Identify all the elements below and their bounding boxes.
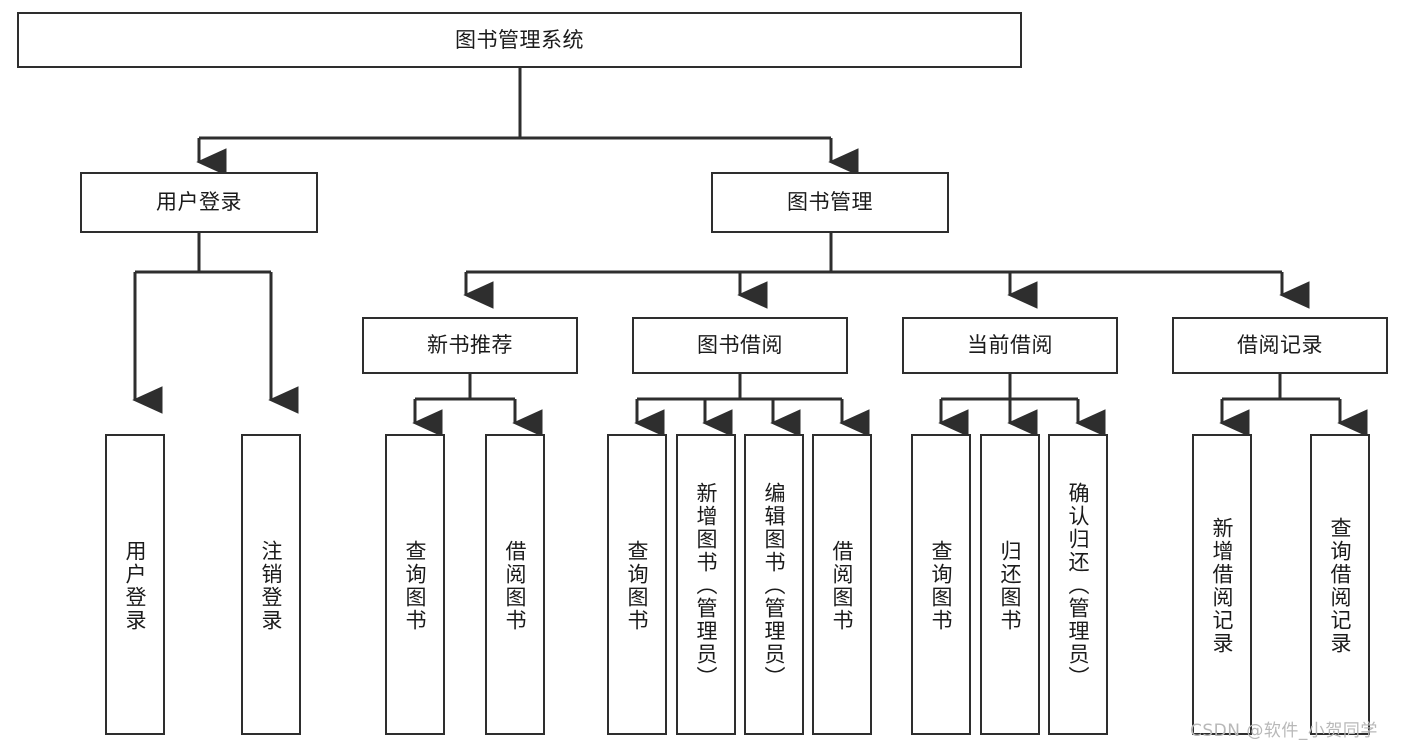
node-new-book-recommend[interactable]: 新书推荐: [362, 317, 578, 374]
node-label: 借阅记录: [1237, 333, 1323, 358]
leaf-current-borrow-confirm-return[interactable]: 确认归还（管理员）: [1048, 434, 1108, 735]
node-borrow-record[interactable]: 借阅记录: [1172, 317, 1388, 374]
leaf-current-borrow-query-book[interactable]: 查询图书: [911, 434, 971, 735]
node-label: 注销登录: [259, 539, 284, 632]
node-book-borrow[interactable]: 图书借阅: [632, 317, 848, 374]
node-label: 借阅图书: [830, 539, 855, 632]
node-label: 编辑图书（管理员）: [762, 482, 787, 689]
node-label: 图书借阅: [697, 333, 783, 358]
node-book-management[interactable]: 图书管理: [711, 172, 949, 233]
leaf-new-book-query-book[interactable]: 查询图书: [385, 434, 445, 735]
leaf-new-book-borrow-book[interactable]: 借阅图书: [485, 434, 545, 735]
leaf-borrow-record-add-record[interactable]: 新增借阅记录: [1192, 434, 1252, 735]
node-label: 新增图书（管理员）: [694, 482, 719, 689]
leaf-book-borrow-add-book[interactable]: 新增图书（管理员）: [676, 434, 736, 735]
node-label: 借阅图书: [503, 539, 528, 632]
leaf-book-borrow-edit-book[interactable]: 编辑图书（管理员）: [744, 434, 804, 735]
leaf-book-borrow-borrow-book[interactable]: 借阅图书: [812, 434, 872, 735]
node-label: 用户登录: [123, 539, 148, 632]
node-label: 当前借阅: [967, 333, 1053, 358]
node-label: 查询图书: [403, 539, 428, 632]
leaf-current-borrow-return-book[interactable]: 归还图书: [980, 434, 1040, 735]
leaf-borrow-record-query-record[interactable]: 查询借阅记录: [1310, 434, 1370, 735]
csdn-watermark: CSDN @软件_小贺同学: [1190, 716, 1378, 741]
node-label: 图书管理系统: [455, 27, 584, 52]
leaf-book-borrow-query-book[interactable]: 查询图书: [607, 434, 667, 735]
node-label: 用户登录: [156, 190, 242, 215]
node-label: 查询借阅记录: [1328, 516, 1353, 655]
node-label: 新书推荐: [427, 333, 513, 358]
node-current-borrow[interactable]: 当前借阅: [902, 317, 1118, 374]
node-label: 查询图书: [625, 539, 650, 632]
node-label: 确认归还（管理员）: [1066, 482, 1091, 689]
node-label: 图书管理: [787, 190, 873, 215]
leaf-user-login-login[interactable]: 用户登录: [105, 434, 165, 735]
leaf-user-login-logout[interactable]: 注销登录: [241, 434, 301, 735]
node-label: 查询图书: [929, 539, 954, 632]
node-label: 归还图书: [998, 539, 1023, 632]
node-user-login[interactable]: 用户登录: [80, 172, 318, 233]
watermark-text: CSDN @软件_小贺同学: [1190, 721, 1378, 741]
node-root-book-management-system[interactable]: 图书管理系统: [17, 12, 1022, 68]
node-label: 新增借阅记录: [1210, 516, 1235, 655]
